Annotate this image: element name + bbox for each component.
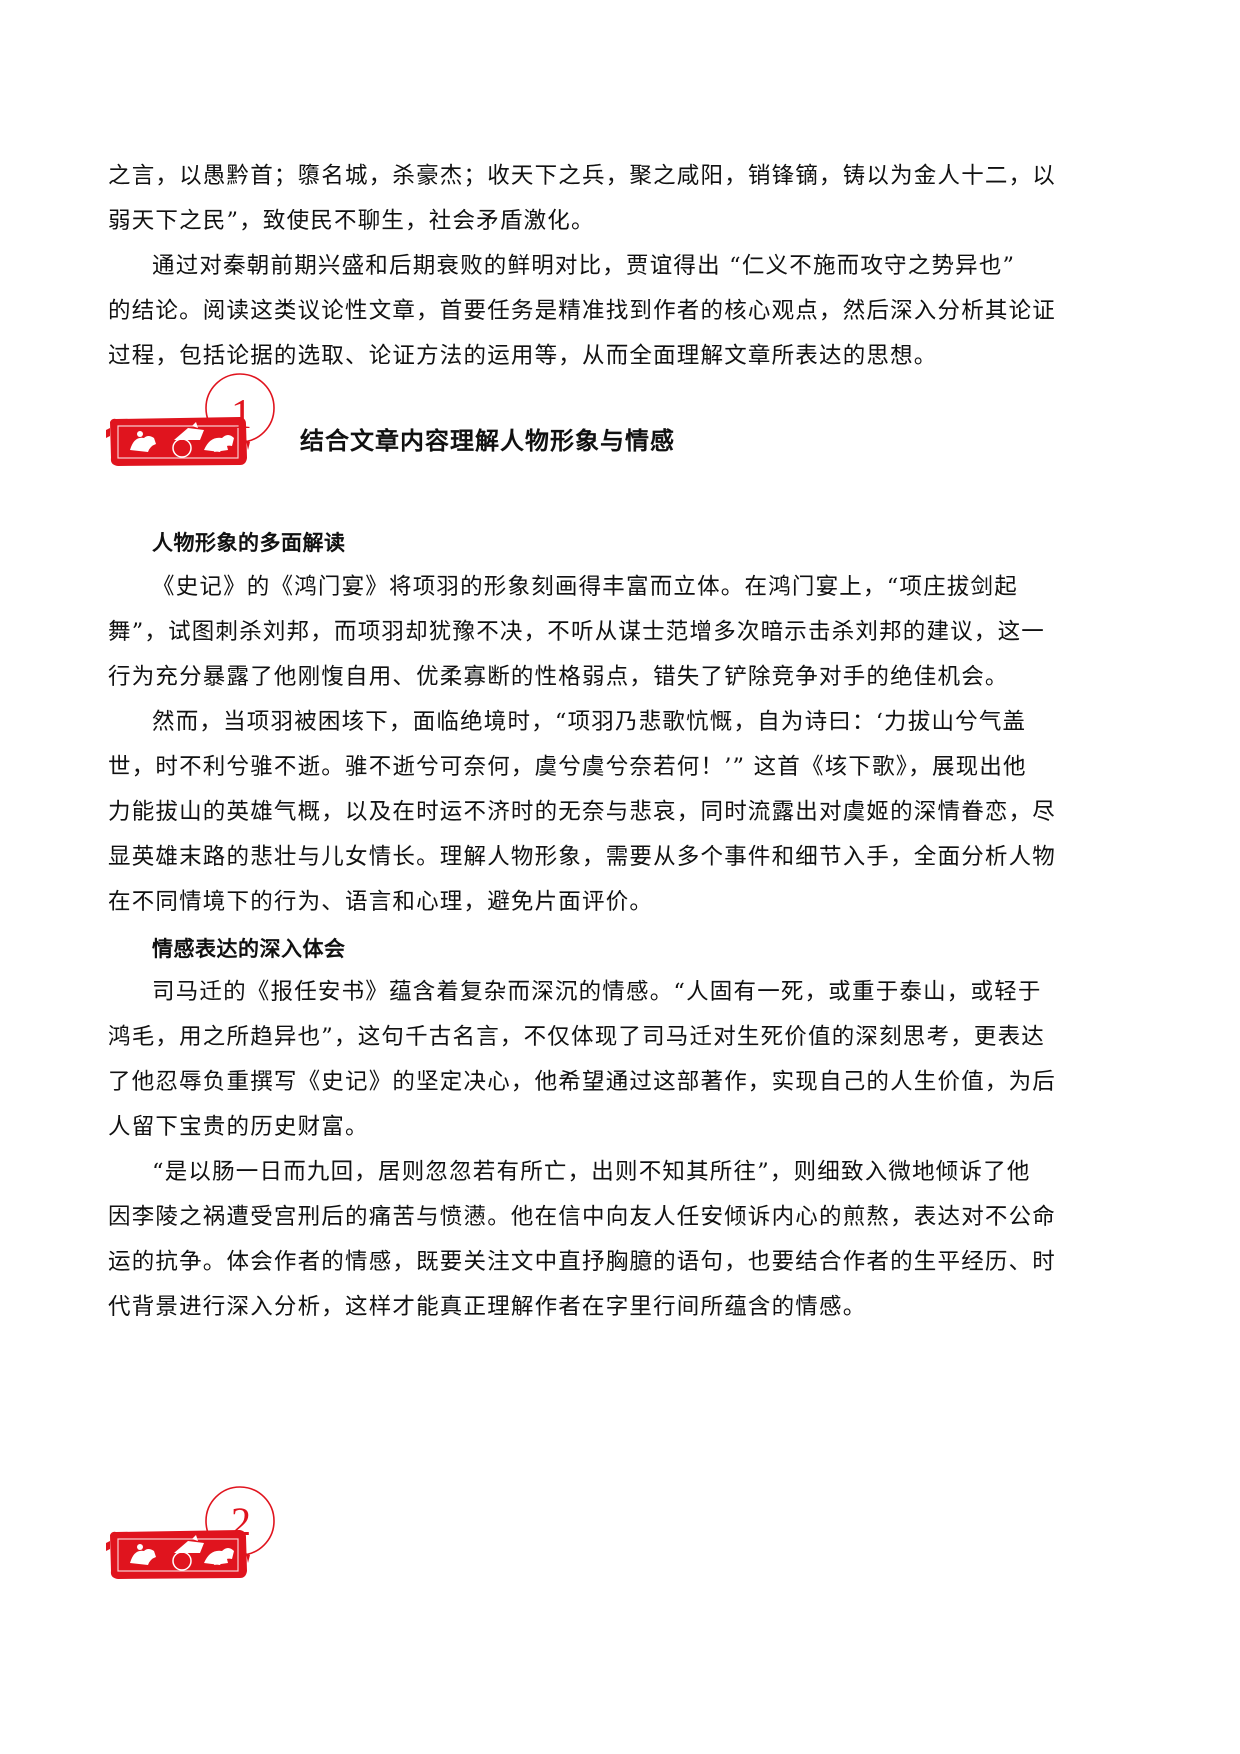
- svg-text:1: 1: [231, 392, 252, 438]
- text-line: 舞”，试图刺杀刘邦，而项羽却犹豫不决，不听从谋士范增多次暗示击杀刘邦的建议，这一: [108, 619, 1046, 645]
- text-line: 之言，以愚黔首；隳名城，杀豪杰；收天下之兵，聚之咸阳，销锋镝，铸以为金人十二，以: [108, 163, 1057, 189]
- text-line: 《史记》的《鸿门宴》将项羽的形象刻画得丰富而立体。在鸿门宴上，“项庄拔剑起: [152, 574, 1018, 600]
- text-line: 世，时不利兮骓不逝。骓不逝兮可奈何，虞兮虞兮奈若何！’” 这首《垓下歌》，展现出…: [108, 754, 1027, 780]
- subsection-heading: 人物形象的多面解读: [152, 531, 346, 555]
- svg-text:2: 2: [231, 1499, 251, 1544]
- text-line: 人留下宝贵的历史财富。: [108, 1114, 369, 1140]
- text-line: 在不同情境下的行为、语言和心理，避免片面评价。: [108, 889, 654, 915]
- text-line: 代背景进行深入分析，这样才能真正理解作者在字里行间所蕴含的情感。: [108, 1294, 867, 1320]
- text-line: “是以肠一日而九回，居则忽忽若有所亡，出则不知其所往”，则细致入微地倾诉了他: [152, 1159, 1031, 1185]
- chariot-seal-icon: 2: [106, 1486, 275, 1579]
- text-line: 了他忍辱负重撰写《史记》的坚定决心，他希望通过这部著作，实现自己的人生价值，为后: [108, 1069, 1057, 1095]
- subsection-heading: 情感表达的深入体会: [152, 937, 346, 961]
- text-line: 显英雄末路的悲壮与儿女情长。理解人物形象，需要从多个事件和细节入手，全面分析人物: [108, 844, 1057, 870]
- text-line: 力能拔山的英雄气概，以及在时运不济时的无奈与悲哀，同时流露出对虞姬的深情眷恋，尽: [108, 799, 1057, 825]
- text-line: 行为充分暴露了他刚愎自用、优柔寡断的性格弱点，错失了铲除竞争对手的绝佳机会。: [108, 664, 1009, 690]
- text-line: 司马迁的《报任安书》蕴含着复杂而深沉的情感。“人固有一死，或重于泰山，或轻于: [152, 979, 1042, 1005]
- text-line: 弱天下之民”，致使民不聊生，社会矛盾激化。: [108, 208, 595, 234]
- text-line: 通过对秦朝前期兴盛和后期衰败的鲜明对比，贾谊得出 “仁义不施而攻守之势异也”: [152, 253, 1016, 279]
- chariot-seal-icon: 1: [106, 373, 275, 466]
- text-line: 过程，包括论据的选取、论证方法的运用等，从而全面理解文章所表达的思想。: [108, 343, 938, 369]
- text-line: 鸿毛，用之所趋异也”，这句千古名言，不仅体现了司马迁对生死价值的深刻思考，更表达: [108, 1024, 1046, 1050]
- section-stamp-2: 2: [100, 1483, 300, 1583]
- section-title: 结合文章内容理解人物形象与情感: [300, 427, 675, 455]
- text-line: 因李陵之祸遭受宫刑后的痛苦与愤懑。他在信中向友人任安倾诉内心的煎熬，表达对不公命: [108, 1204, 1057, 1230]
- section-stamp-1: 1: [100, 370, 300, 470]
- text-line: 的结论。阅读这类议论性文章，首要任务是精准找到作者的核心观点，然后深入分析其论证: [108, 298, 1057, 324]
- text-line: 运的抗争。体会作者的情感，既要关注文中直抒胸臆的语句，也要结合作者的生平经历、时: [108, 1249, 1057, 1275]
- text-line: 然而，当项羽被困垓下，面临绝境时，“项羽乃悲歌忼慨，自为诗曰：‘力拔山兮气盖: [152, 709, 1027, 735]
